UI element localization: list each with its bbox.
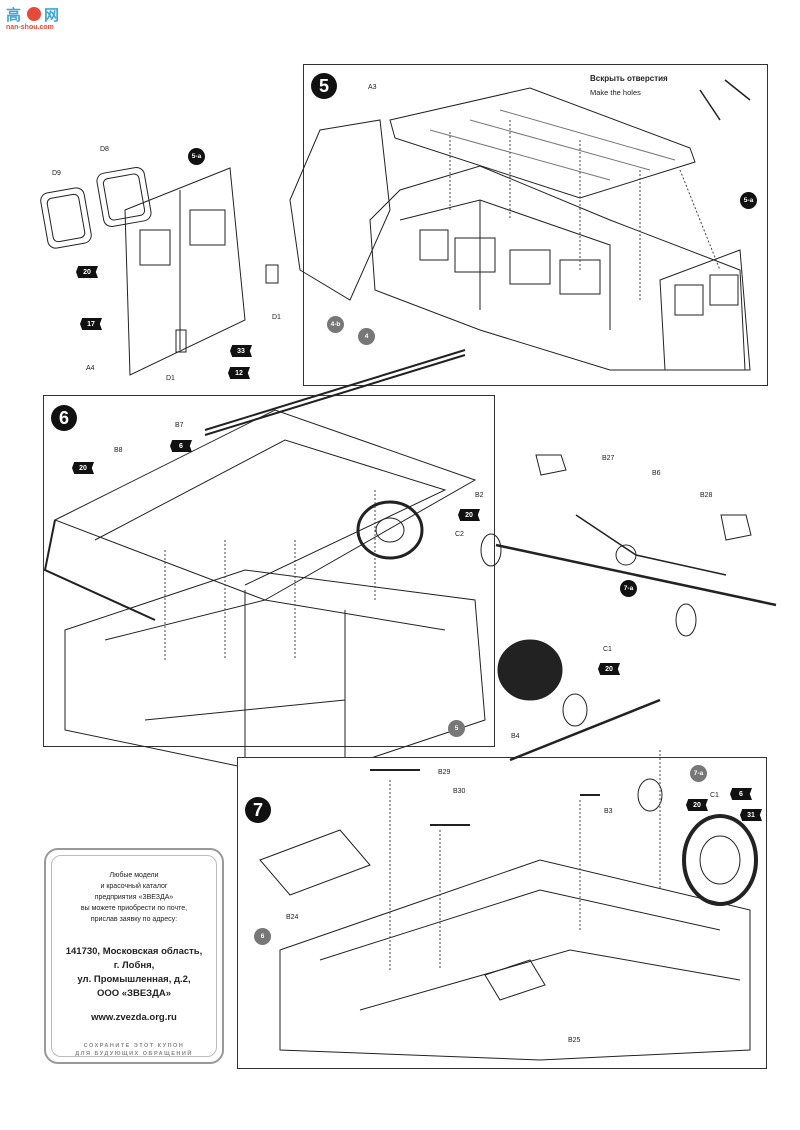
part-label-d8: D8 bbox=[100, 146, 109, 153]
part-label-c1-top: C1 bbox=[603, 646, 612, 653]
ref-badge-4-b: 4-b bbox=[327, 316, 344, 333]
paint-badge-20-wheel: 20 bbox=[458, 509, 480, 521]
paint-badge-20-left: 20 bbox=[72, 462, 94, 474]
catalog-coupon: Любые модели и красочный каталог предпри… bbox=[44, 848, 224, 1064]
coupon-footer-1: СОХРАНИТЕ ЭТОТ КУПОН bbox=[83, 1043, 185, 1049]
part-label-b6: B6 bbox=[652, 470, 661, 477]
paint-badge-31: 31 bbox=[740, 809, 762, 821]
coupon-address-3: ул. Промышленная, д.2, bbox=[77, 974, 191, 985]
coupon-address-2: г. Лобня, bbox=[113, 960, 155, 971]
coupon-intro-1: Любые модели bbox=[109, 872, 159, 879]
part-label-b29: B29 bbox=[438, 769, 451, 776]
step-6-chassis-illustration bbox=[43, 349, 486, 781]
svg-text:高: 高 bbox=[6, 6, 21, 24]
part-label-b7: B7 bbox=[175, 422, 184, 429]
ref-badge-7-a: 7-a bbox=[620, 580, 637, 597]
step-6-badge: 6 bbox=[51, 405, 77, 431]
coupon-website: www.zvezda.org.ru bbox=[91, 1012, 177, 1023]
coupon-intro-2: и красочный каталог bbox=[100, 883, 168, 890]
ref-badge-5-a: 5-a bbox=[188, 148, 205, 165]
step-5-panel bbox=[303, 64, 768, 386]
part-label-b24: B24 bbox=[286, 914, 299, 921]
part-label-b4: B4 bbox=[511, 733, 520, 740]
paint-badge-6: 6 bbox=[170, 440, 192, 452]
coupon-footer-2: ДЛЯ БУДУЮЩИХ ОБРАЩЕНИЙ bbox=[75, 1051, 193, 1057]
svg-text:网: 网 bbox=[44, 6, 59, 24]
paint-badge-20-step7: 20 bbox=[686, 799, 708, 811]
paint-badge-33: 33 bbox=[230, 345, 252, 357]
paint-badge-20-top: 20 bbox=[598, 663, 620, 675]
ref-badge-5: 5 bbox=[448, 720, 465, 737]
ref-badge-4: 4 bbox=[358, 328, 375, 345]
part-label-d9: D9 bbox=[52, 170, 61, 177]
holes-note-en: Make the holes bbox=[590, 88, 641, 97]
part-label-b2: B2 bbox=[475, 492, 484, 499]
holes-note-ru: Вскрыть отверстия bbox=[590, 74, 668, 83]
paint-badge-12: 12 bbox=[228, 367, 250, 379]
part-label-a3: A3 bbox=[368, 84, 377, 91]
part-label-b3: B3 bbox=[604, 808, 613, 815]
part-label-b8: B8 bbox=[114, 447, 123, 454]
part-label-b27: B27 bbox=[602, 455, 615, 462]
step-7-panel bbox=[237, 757, 767, 1069]
step-5a-rear-door-illustration bbox=[40, 167, 279, 376]
watermark-logo: 高 网 nan-shou.com bbox=[4, 2, 76, 36]
part-label-b25: B25 bbox=[568, 1037, 581, 1044]
watermark-logo-graphic: 高 网 bbox=[6, 6, 59, 24]
ref-badge-7-a-step7: 7-a bbox=[690, 765, 707, 782]
part-label-a4: A4 bbox=[86, 365, 95, 372]
part-label-c2: C2 bbox=[455, 531, 464, 538]
coupon-intro-5: прислав заявку по адресу: bbox=[90, 916, 178, 923]
ref-badge-6: 6 bbox=[254, 928, 271, 945]
paint-badge-20: 20 bbox=[76, 266, 98, 278]
step-5-van-body-illustration bbox=[289, 79, 751, 371]
ref-badge-5-a-right: 5-a bbox=[740, 192, 757, 209]
part-label-d1-top: D1 bbox=[272, 314, 281, 321]
rear-axle-illustration bbox=[480, 454, 777, 637]
paint-badge-17: 17 bbox=[80, 318, 102, 330]
part-label-d1-bottom: D1 bbox=[166, 375, 175, 382]
coupon-intro-4: вы можете приобрести по почте, bbox=[80, 905, 188, 912]
coupon-address-4: ООО «ЗВЕЗДА» bbox=[96, 988, 172, 999]
part-label-b30: B30 bbox=[453, 788, 466, 795]
coupon-address-1: 141730, Московская область, bbox=[65, 946, 203, 957]
step-6-panel bbox=[43, 395, 495, 747]
step-7-suspension-illustration bbox=[259, 639, 758, 1061]
watermark-url: nan-shou.com bbox=[6, 24, 54, 31]
coupon-intro-3: предприятия «ЗВЕЗДА» bbox=[94, 894, 174, 901]
step-5-badge: 5 bbox=[311, 73, 337, 99]
part-label-c1: C1 bbox=[710, 792, 719, 799]
paint-badge-6-step7: 6 bbox=[730, 788, 752, 800]
part-label-b28: B28 bbox=[700, 492, 713, 499]
step-7-badge: 7 bbox=[245, 797, 271, 823]
coupon-inner-border bbox=[51, 855, 217, 1057]
